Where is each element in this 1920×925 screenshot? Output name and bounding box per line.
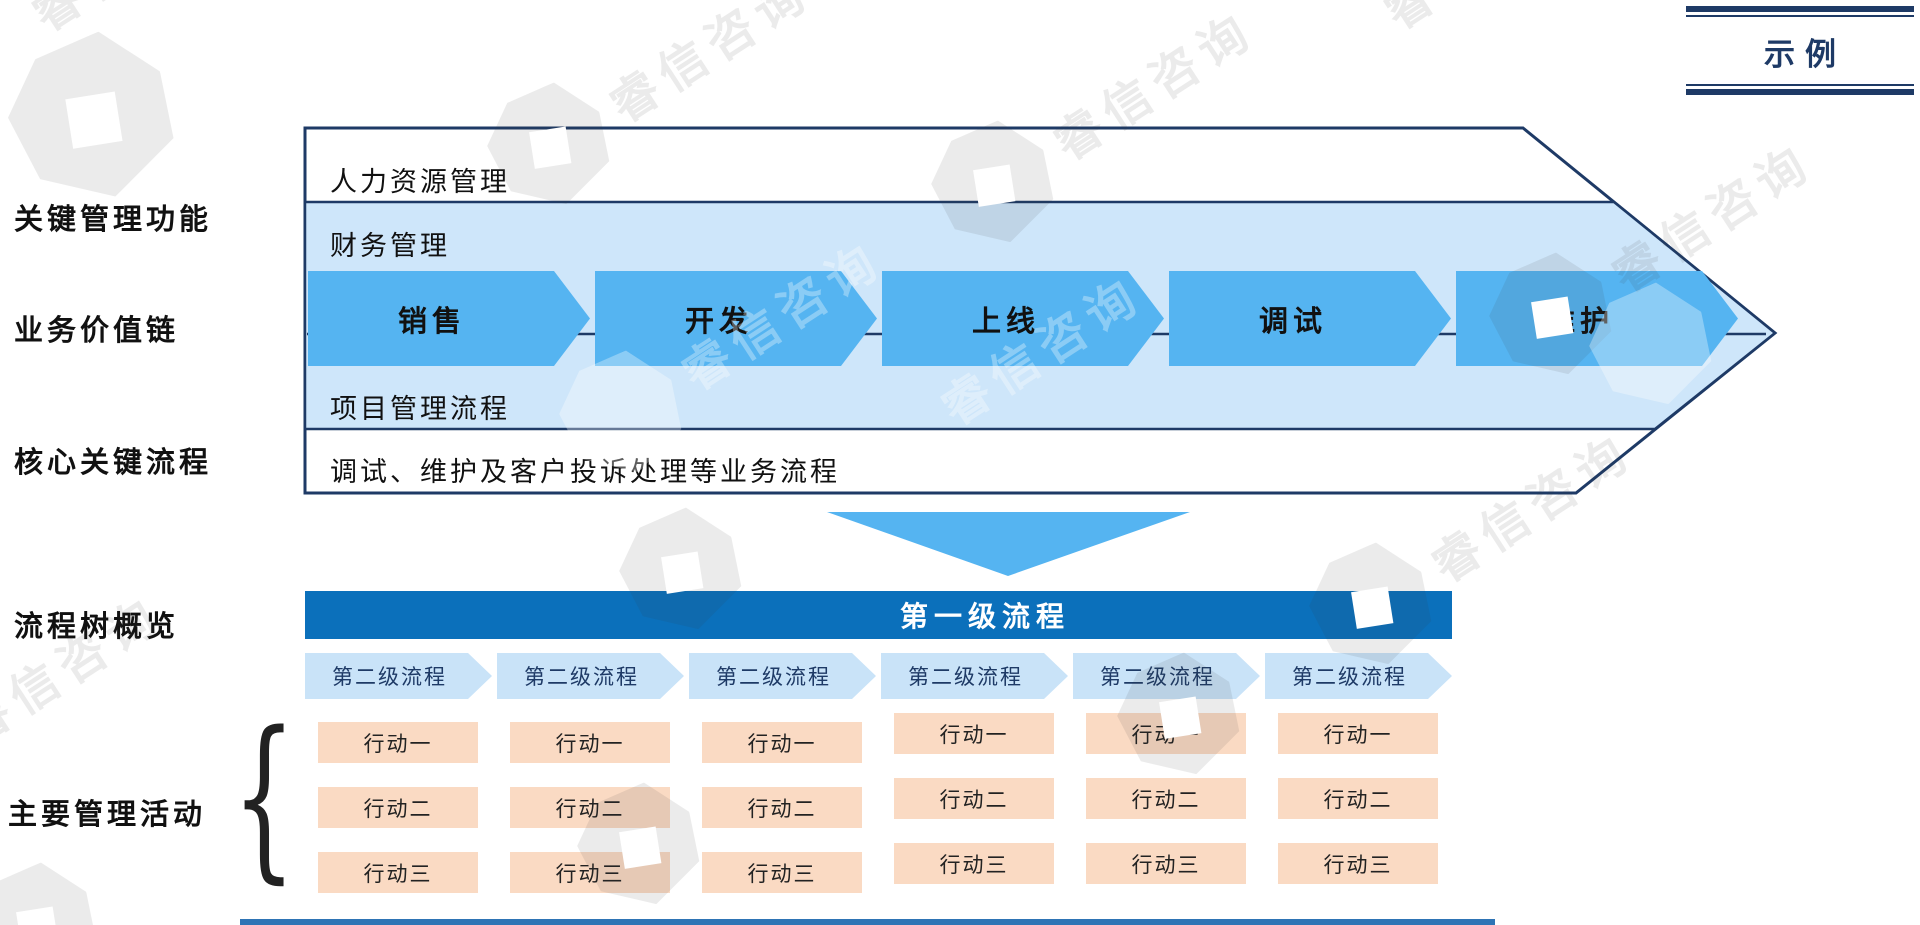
action-box: 行动一 xyxy=(1278,713,1438,754)
level2-process-chevron: 第二级流程 xyxy=(497,653,684,699)
band-finance-management: 财务管理 xyxy=(330,231,450,262)
watermark: 睿信咨询 xyxy=(468,0,836,229)
label-main-management-activities: 主要管理活动 xyxy=(8,797,207,831)
band-business-processes: 调试、维护及客户投诉处理等业务流程 xyxy=(330,457,840,488)
watermark-logo-icon xyxy=(0,16,196,223)
watermark-logo-icon xyxy=(473,71,625,223)
watermark xyxy=(0,846,118,925)
down-arrow-icon xyxy=(827,512,1190,576)
label-key-management-functions: 关键管理功能 xyxy=(14,202,213,236)
watermark: 睿信咨询 xyxy=(16,0,245,45)
level2-process-chevron: 第二级流程 xyxy=(1073,653,1260,699)
action-box: 行动一 xyxy=(702,722,862,763)
action-box: 行动一 xyxy=(318,722,478,763)
stamp-bottom-thick-line xyxy=(1686,89,1914,95)
watermark: 睿信咨询 xyxy=(912,0,1280,267)
chain-step-development: 开发 xyxy=(595,271,877,366)
action-box: 行动三 xyxy=(318,852,478,893)
brace: { xyxy=(232,693,297,900)
watermark-text: 睿信咨询 xyxy=(16,0,245,45)
watermark: 睿信咨询 xyxy=(1290,393,1658,689)
watermark-logo-icon xyxy=(917,109,1069,261)
watermark-logo-icon xyxy=(0,851,113,925)
action-box: 行动二 xyxy=(702,787,862,828)
example-stamp: 示例 xyxy=(1686,6,1914,95)
action-box: 行动一 xyxy=(894,713,1054,754)
action-box: 行动三 xyxy=(1086,843,1246,884)
level2-process-chevron: 第二级流程 xyxy=(689,653,876,699)
action-box: 行动二 xyxy=(510,787,670,828)
band-hr-management: 人力资源管理 xyxy=(330,167,510,198)
watermark-text: 睿信咨询 xyxy=(1368,0,1597,43)
action-box: 行动二 xyxy=(318,787,478,828)
action-box: 行动三 xyxy=(1278,843,1438,884)
watermark-text: 睿信咨询 xyxy=(1421,423,1644,595)
action-box: 行动二 xyxy=(894,778,1054,819)
stamp-top-thin-line xyxy=(1686,15,1914,17)
stamp-top-thick-line xyxy=(1686,6,1914,12)
chain-step-maintenance: 维护 xyxy=(1456,271,1738,366)
level2-process-chevron: 第二级流程 xyxy=(881,653,1068,699)
bottom-accent-strip xyxy=(240,919,1495,925)
action-box: 行动三 xyxy=(702,852,862,893)
watermark-text: 睿信咨询 xyxy=(1043,1,1266,173)
band-project-management-process: 项目管理流程 xyxy=(330,394,510,425)
chain-step-debugging: 调试 xyxy=(1169,271,1451,366)
action-box: 行动二 xyxy=(1278,778,1438,819)
chain-step-sales: 销售 xyxy=(308,271,590,366)
action-box: 行动一 xyxy=(1086,713,1246,754)
level1-process-bar: 第一级流程 xyxy=(305,591,1452,639)
label-core-key-processes: 核心关键流程 xyxy=(14,445,213,479)
stamp-bottom-thin-line xyxy=(1686,84,1914,86)
action-box: 行动一 xyxy=(510,722,670,763)
action-box: 行动三 xyxy=(510,852,670,893)
level2-process-chevron: 第二级流程 xyxy=(305,653,492,699)
level2-process-chevron: 第二级流程 xyxy=(1265,653,1452,699)
label-business-value-chain: 业务价值链 xyxy=(14,313,180,347)
watermark: 睿信咨询 xyxy=(1368,0,1597,43)
action-box: 行动二 xyxy=(1086,778,1246,819)
chain-step-launch: 上线 xyxy=(882,271,1164,366)
action-box: 行动三 xyxy=(894,843,1054,884)
example-stamp-label: 示例 xyxy=(1764,37,1846,73)
label-process-tree-overview: 流程树概览 xyxy=(14,609,180,643)
watermark-text: 睿信咨询 xyxy=(599,0,822,135)
